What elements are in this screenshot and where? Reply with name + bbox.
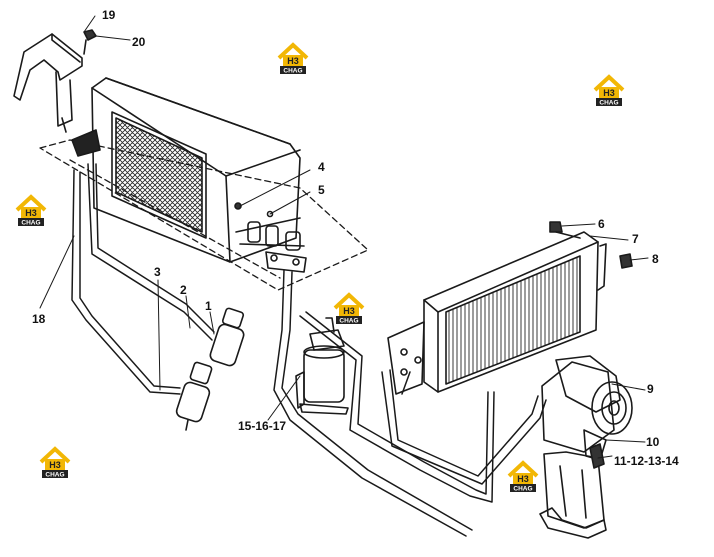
mounting-bracket — [13, 33, 83, 133]
callout-20: 20 — [132, 35, 146, 49]
callout-6: 6 — [598, 217, 605, 231]
logo-top-text: H3 — [603, 88, 615, 98]
callout-5: 5 — [318, 183, 325, 197]
expansion-valves — [175, 307, 245, 431]
callout-2: 2 — [180, 283, 187, 297]
logo-bottom-text: CHAG — [21, 220, 40, 227]
logo-bottom-text: CHAG — [339, 318, 358, 325]
hoses — [71, 163, 547, 537]
callout-10: 10 — [646, 435, 660, 449]
callout-7: 7 — [632, 232, 639, 246]
callout-19: 19 — [102, 8, 116, 22]
logo-top-text: H3 — [517, 474, 529, 484]
screw — [83, 29, 97, 55]
logo-bottom-text: CHAG — [283, 68, 302, 75]
callout-3: 3 — [154, 265, 161, 279]
logo-top-text: H3 — [287, 56, 299, 66]
leader-lines — [39, 15, 649, 459]
callout-9: 9 — [647, 382, 654, 396]
condenser — [387, 221, 633, 395]
callout-11-12-13-14: 11-12-13-14 — [614, 454, 679, 468]
brand-logo-watermark: H3 CHAG — [39, 446, 71, 479]
logo-bottom-text: CHAG — [513, 486, 532, 493]
compressor — [539, 355, 633, 539]
callout-4: 4 — [318, 160, 325, 174]
logo-top-text: H3 — [25, 208, 37, 218]
evaporator-unit — [71, 77, 301, 263]
callout-1: 1 — [205, 299, 212, 313]
evaporator-fittings — [234, 202, 307, 273]
brand-logo-watermark: H3 CHAG — [333, 292, 365, 325]
logo-top-text: H3 — [343, 306, 355, 316]
callout-8: 8 — [652, 252, 659, 266]
brand-logo-watermark: H3 CHAG — [15, 194, 47, 227]
callout-15-16-17: 15-16-17 — [238, 419, 287, 433]
receiver-drier — [295, 317, 349, 415]
logo-bottom-text: CHAG — [45, 472, 64, 479]
logo-bottom-text: CHAG — [599, 100, 618, 107]
brand-logo-watermark: H3 CHAG — [593, 74, 625, 107]
logo-top-text: H3 — [49, 460, 61, 470]
brand-logo-watermark: H3 CHAG — [277, 42, 309, 75]
brand-logo-watermark: H3 CHAG — [507, 460, 539, 493]
callout-18: 18 — [32, 312, 46, 326]
